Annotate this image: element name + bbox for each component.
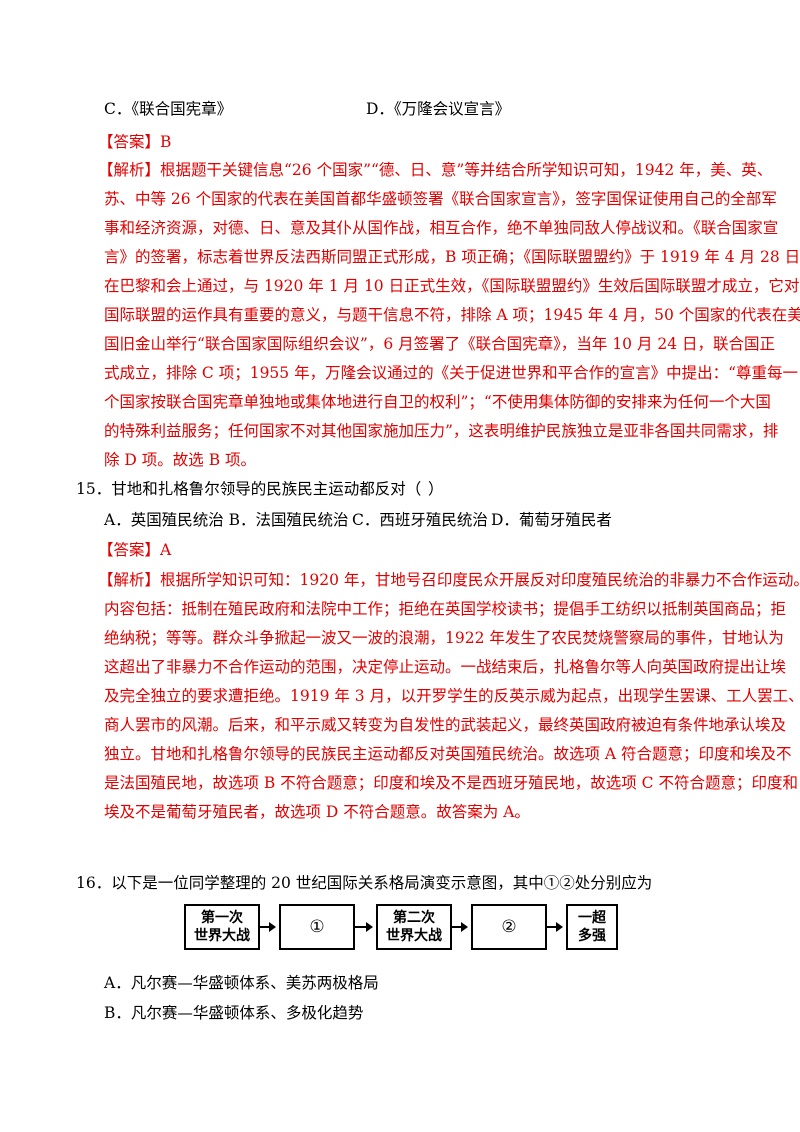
- q16-option-a: A．凡尔赛—华盛顿体系、美苏两极格局: [104, 974, 379, 992]
- q15-stem-close: ）: [428, 480, 444, 498]
- q15-analysis-line: 是法国殖民地，故选项 B 不符合题意；印度和埃及不是西班牙殖民地，故选项 C 不…: [104, 774, 798, 792]
- diagram-box-text: ②: [501, 917, 517, 937]
- q14-analysis-line: 苏、中等 26 个国家的代表在美国首都华盛顿签署《联合国家宣言》，签字国保证使用…: [104, 190, 777, 208]
- diagram-box-ww1: 第一次 世界大战: [184, 904, 260, 950]
- q16-stem: 16．以下是一位同学整理的 20 世纪国际关系格局演变示意图，其中①②处分别应为: [76, 874, 653, 892]
- q14-analysis-line: 言》的签署，标志着世界反法西斯同盟正式形成，B 项正确；《国际联盟盟约》于 19…: [104, 248, 800, 266]
- q15-stem: 15．甘地和扎格鲁尔领导的民族民主运动都反对（: [76, 480, 422, 498]
- diagram-box-one-super-many-powers: 一超 多强: [566, 904, 618, 950]
- diagram-box-text: 第二次: [393, 910, 435, 926]
- q14-analysis-line: 【解析】根据题干关键信息“26 个国家”“德、日、意”等并结合所学知识可知，19…: [98, 161, 773, 179]
- arrow-icon: [355, 922, 373, 932]
- q15-stem-row: 15．甘地和扎格鲁尔领导的民族民主运动都反对（ ）: [76, 478, 776, 500]
- arrow-icon: [547, 922, 563, 932]
- q14-analysis-line: 在巴黎和会上通过，与 1920 年 1 月 10 日正式生效，《国际联盟盟约》生…: [104, 277, 800, 295]
- q15-option-c: C．西班牙殖民统治: [352, 511, 488, 529]
- q14-analysis-line: 式成立，排除 C 项；1955 年，万隆会议通过的《关于促进世界和平合作的宣言》…: [104, 364, 799, 382]
- diagram-box-text: 世界大战: [386, 928, 442, 944]
- arrow-icon: [452, 922, 468, 932]
- diagram-box-text: 一超: [578, 910, 606, 926]
- q14-analysis-line: 国际联盟的运作具有重要的意义，与题干信息不符，排除 A 项；1945 年 4 月…: [104, 306, 800, 324]
- q15-analysis-line: 内容包括：抵制在殖民政府和法院中工作；拒绝在英国学校读书；提倡手工纺织以抵制英国…: [104, 600, 787, 618]
- q14-analysis-line: 个国家按联合国宪章单独地或集体地进行自卫的权利”；“不使用集体防御的安排来为任何…: [104, 393, 771, 411]
- diagram-box-text: 多强: [578, 928, 606, 944]
- q14-option-c: C．《联合国宪章》: [104, 100, 233, 118]
- diagram-box-text: 世界大战: [194, 928, 250, 944]
- q15-analysis-line: 独立。甘地和扎格鲁尔领导的民族民主运动都反对英国殖民统治。故选项 A 符合题意；…: [104, 745, 792, 763]
- q15-option-d: D．葡萄牙殖民者: [491, 511, 612, 529]
- q14-option-d: D．《万隆会议宣言》: [366, 100, 511, 118]
- q14-options-row: C．《联合国宪章》 D．《万隆会议宣言》: [0, 98, 800, 120]
- q16-option-b: B．凡尔赛—华盛顿体系、多极化趋势: [104, 1004, 364, 1022]
- diagram-box-text: 第一次: [201, 910, 243, 926]
- arrow-icon: [260, 922, 276, 932]
- q14-analysis-line: 事和经济资源，对德、日、意及其仆从国作战，相互合作，绝不单独同敌人停战议和。《联…: [104, 219, 779, 237]
- q15-answer: 【答案】A: [98, 541, 172, 559]
- q15-analysis-line: 【解析】根据所学知识可知：1920 年，甘地号召印度民众开展反对印度殖民统治的非…: [98, 571, 800, 589]
- q14-answer: 【答案】B: [98, 133, 172, 151]
- q15-analysis-line: 商人罢市的风潮。后来，和平示威又转变为自发性的武装起义，最终英国政府被迫有条件地…: [104, 716, 787, 734]
- q16-flow-diagram: 第一次 世界大战 ① 第二次 世界大战 ② 一超 多强: [184, 904, 618, 952]
- diagram-box-blank-2: ②: [471, 904, 547, 950]
- diagram-box-ww2: 第二次 世界大战: [376, 904, 452, 950]
- q15-analysis-line: 埃及不是葡萄牙殖民者，故选项 D 不符合题意。故答案为 A。: [104, 803, 530, 821]
- q15-analysis-line: 及完全独立的要求遭拒绝。1919 年 3 月，以开罗学生的反英示威为起点，出现学…: [104, 687, 800, 705]
- q15-option-ab: A．英国殖民统治 B．法国殖民统治: [104, 511, 349, 529]
- q14-analysis-line: 的特殊利益服务；任何国家不对其他国家施加压力”，这表明维护民族独立是亚非各国共同…: [104, 422, 779, 440]
- q14-analysis-line: 除 D 项。故选 B 项。: [104, 451, 257, 469]
- diagram-box-text: ①: [309, 917, 325, 937]
- diagram-box-blank-1: ①: [279, 904, 355, 950]
- q14-analysis-line: 国旧金山举行“联合国家国际组织会议”，6 月签署了《联合国宪章》，当年 10 月…: [104, 335, 776, 353]
- q15-analysis-line: 这超出了非暴力不合作运动的范围，决定停止运动。一战结束后，扎格鲁尔等人向英国政府…: [104, 658, 787, 676]
- q15-analysis-line: 绝纳税；等等。群众斗争掀起一波又一波的浪潮，1922 年发生了农民焚烧警察局的事…: [104, 629, 784, 647]
- q15-options-row: A．英国殖民统治 B．法国殖民统治 C．西班牙殖民统治 D．葡萄牙殖民者: [0, 509, 800, 531]
